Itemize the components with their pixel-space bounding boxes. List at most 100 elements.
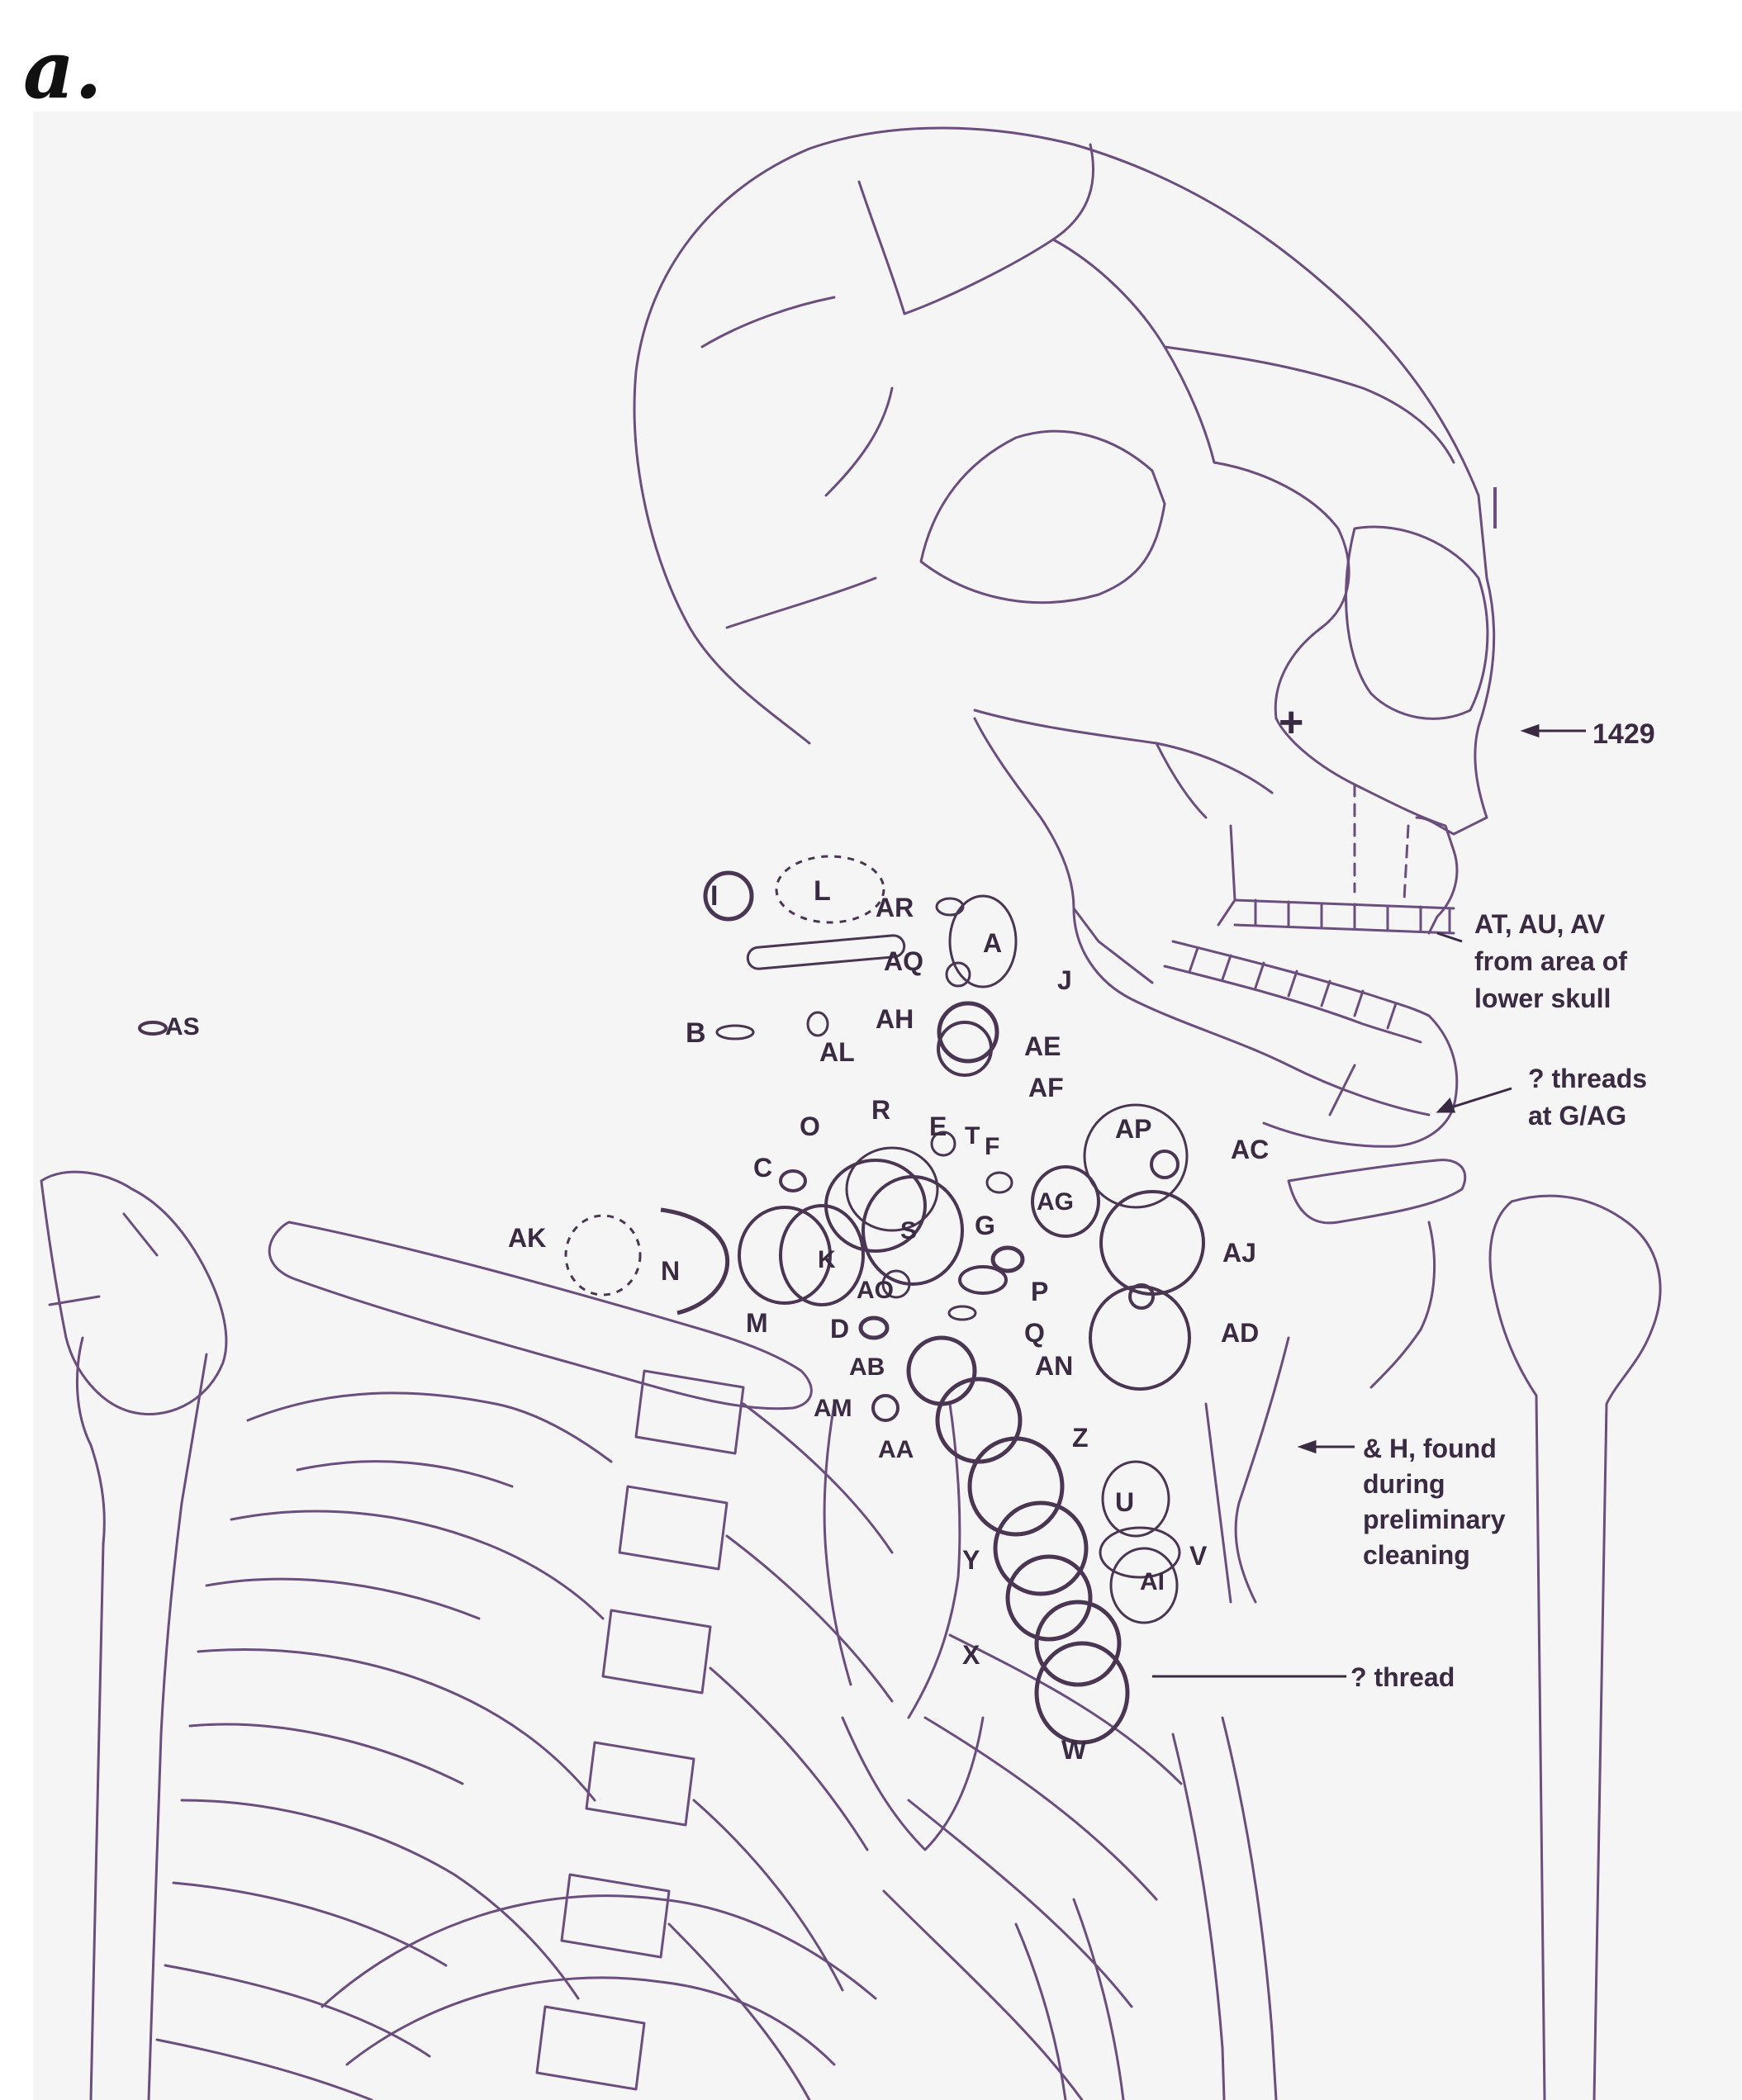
bead-label-AL: AL [819,1037,855,1067]
bead-O-2 [847,1148,937,1230]
bead-label-M: M [746,1308,768,1338]
bead-AR [937,898,963,915]
arrow-threads [1454,1088,1512,1107]
bead-label-AH: AH [876,1004,914,1034]
bead-label-L: L [814,875,831,907]
thread-note: ? thread [1350,1662,1455,1692]
lower-skull-line-1: AT, AU, AV [1474,909,1606,939]
bead-AB [909,1338,975,1404]
bead-label-Q: Q [1024,1318,1045,1348]
left-humerus-head [77,1338,104,2100]
bead-label-B: B [686,1017,706,1049]
bead-AL [808,1012,828,1036]
bead-AK [566,1216,640,1295]
bead-G [993,1248,1023,1271]
bead-AP-in [1151,1151,1178,1178]
orbit-area [1214,462,1349,718]
bead-C [781,1171,805,1191]
bead-label-AG: AG [1037,1188,1074,1216]
bead-label-AR: AR [876,893,914,922]
panel-label: a. [23,23,102,116]
bead-Y-1 [995,1503,1086,1594]
threads-line-2: at G/AG [1528,1101,1626,1131]
bead-label-F: F [985,1133,999,1160]
bead-label-AO: AO [857,1277,894,1304]
arrow-found-head [1301,1442,1315,1452]
bead-label-AD: AD [1221,1318,1259,1348]
sternum-body [843,1718,983,1850]
id-number: 1429 [1592,718,1655,750]
ribs-left [157,1393,611,2100]
ribs-right [884,1635,1276,2100]
bead-label-R: R [871,1095,890,1125]
pin-object [747,935,905,969]
bead-label-P: P [1031,1277,1048,1306]
bead-label-N: N [661,1256,680,1286]
found-line-3: preliminary [1363,1505,1506,1534]
bead-label-AJ: AJ [1222,1238,1256,1268]
bead-F [987,1173,1012,1192]
bead-label-S: S [900,1217,917,1244]
bead-label-AI: AI [1140,1568,1165,1595]
bead-AM [873,1396,898,1420]
bead-label-V: V [1189,1541,1208,1571]
bead-W [1037,1643,1127,1742]
found-line-2: during [1363,1469,1445,1499]
bead-Y-2 [1008,1557,1090,1639]
left-scapula [41,1172,226,1414]
bead-label-AK: AK [508,1223,546,1253]
bead-label-AM: AM [814,1395,852,1422]
bead-label-A: A [983,928,1002,958]
found-line-1: & H, found [1363,1434,1497,1463]
bead-label-J: J [1057,965,1072,995]
bead-label-W: W [1061,1735,1087,1765]
lower-skull-line-3: lower skull [1474,984,1611,1013]
bead-AD [1090,1287,1189,1389]
bead-U [1103,1462,1169,1536]
arrow-1429-head [1524,726,1538,736]
bead-label-E: E [929,1112,947,1141]
bead-label-D: D [830,1314,849,1344]
bead-label-U: U [1115,1487,1134,1517]
bead-label-C: C [753,1153,772,1183]
bead-label-K: K [818,1246,836,1273]
right-ribcage-edge [1206,1338,1289,1602]
bead-labels: I L AR A AQ J B AL AH AE AF AS O R E T F… [165,875,1269,1765]
lower-rib-arcs [322,1896,876,2064]
bead-label-Z: Z [1072,1423,1089,1453]
found-line-4: cleaning [1363,1540,1470,1570]
lower-teeth [1165,941,1429,1042]
arrow-threads-head [1439,1100,1454,1112]
temporal-region [921,431,1165,603]
upper-teeth [1235,900,1454,933]
bead-label-Y: Y [962,1545,980,1575]
cross-marker: + [1279,699,1303,747]
right-glenoid [1371,1222,1435,1387]
bead-P [960,1267,1006,1293]
threads-line-1: ? threads [1528,1064,1647,1093]
bead-AS [140,1022,166,1034]
chin-outline [1264,1016,1457,1146]
dashed-midline [1355,785,1408,900]
bead-label-AB: AB [849,1353,885,1381]
bead-AH-1 [939,1003,997,1061]
bead-label-G: G [975,1211,995,1240]
bead-label-AQ: AQ [884,946,923,976]
bead-Z [970,1439,1062,1534]
bead-AQ [947,963,970,986]
bead-Q [949,1306,975,1320]
bead-label-AA: AA [878,1436,914,1463]
left-humerus-inner [149,1354,206,2100]
cheekbone [975,710,1272,818]
bead-D [861,1318,887,1338]
bead-K-1 [739,1207,830,1303]
bead-label-I: I [710,880,718,912]
lower-skull-line-2: from area of [1474,946,1627,976]
bead-label-AN: AN [1035,1351,1073,1381]
bead-label-O: O [800,1112,820,1141]
bead-AA [937,1379,1020,1462]
bead-label-X: X [962,1640,980,1670]
bead-label-AP: AP [1115,1114,1151,1144]
